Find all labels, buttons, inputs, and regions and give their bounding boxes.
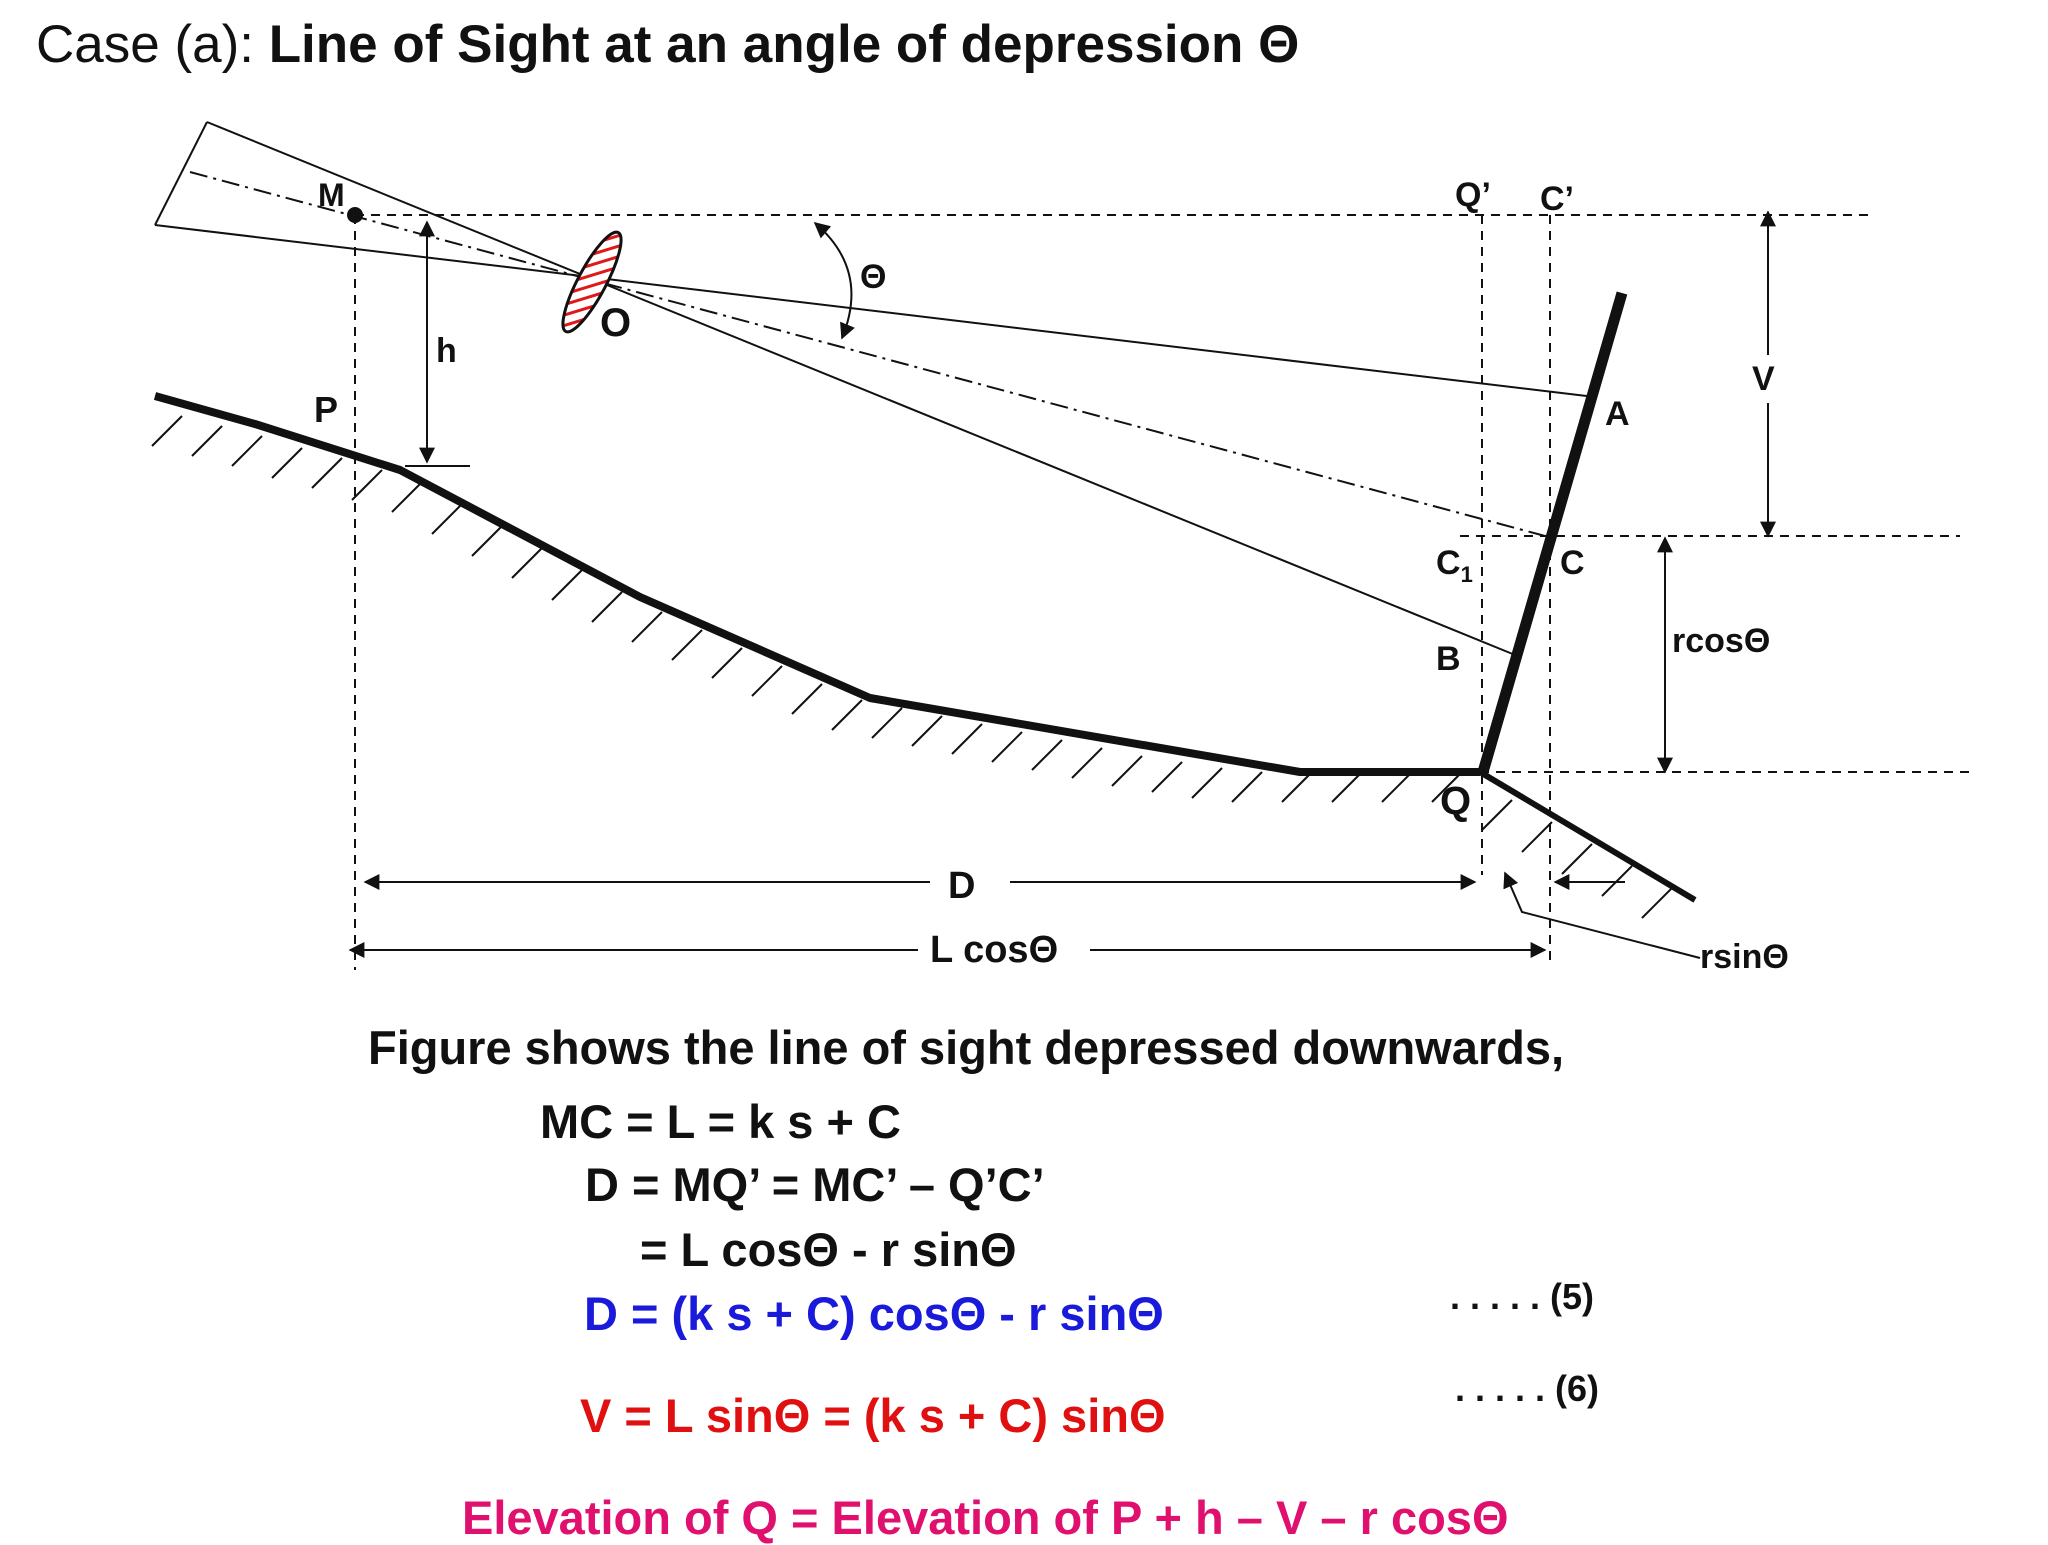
ground-hatching [151, 415, 1673, 919]
label-Q: Q [1440, 779, 1471, 823]
line-of-sight [189, 171, 1546, 537]
label-M: M [318, 177, 345, 213]
label-D: D [948, 865, 975, 907]
label-P: P [314, 389, 338, 430]
ground-line [153, 392, 1480, 776]
equation-4-ref: . . . . . (5) [1450, 1276, 1595, 1317]
equation-2: D = MQ’ = MC’ – Q’C’ [585, 1158, 1045, 1211]
equation-4: D = (k s + C) cosΘ - r sinΘ [584, 1287, 1164, 1340]
label-Lcos: L cosΘ [930, 929, 1058, 971]
intro-text: Figure shows the line of sight depressed… [368, 1021, 1565, 1074]
levelling-staff [1477, 291, 1628, 774]
equation-5-ref: . . . . . (6) [1455, 1368, 1600, 1409]
label-C-prime: C’ [1540, 180, 1574, 218]
label-Q-prime: Q’ [1455, 176, 1491, 214]
label-A: A [1605, 395, 1630, 433]
elevation-equation: Elevation of Q = Elevation of P + h – V … [462, 1491, 1509, 1544]
equation-1: MC = L = k s + C [540, 1095, 901, 1148]
label-h: h [436, 332, 457, 370]
page-title: Case (a): Line of Sight at an angle of d… [36, 15, 1300, 74]
sight-lines [154, 121, 1596, 658]
theta-arc [813, 221, 855, 340]
label-O: O [600, 301, 631, 345]
dashed-verticals [354, 215, 1551, 970]
rsin-pointer [1503, 871, 1701, 959]
label-theta: Θ [860, 258, 886, 296]
label-rcos: rcosΘ [1672, 622, 1770, 660]
label-C: C [1560, 544, 1585, 582]
label-rsin: rsinΘ [1700, 938, 1789, 976]
equation-3: = L cosΘ - r sinΘ [640, 1223, 1017, 1276]
label-V: V [1752, 360, 1775, 398]
lens-icon [561, 230, 623, 334]
label-B: B [1436, 640, 1461, 678]
label-C1: C1 [1436, 544, 1473, 587]
point-M [347, 207, 363, 223]
equation-5: V = L sinΘ = (k s + C) sinΘ [580, 1389, 1166, 1442]
ground-line-right [1478, 769, 1697, 903]
